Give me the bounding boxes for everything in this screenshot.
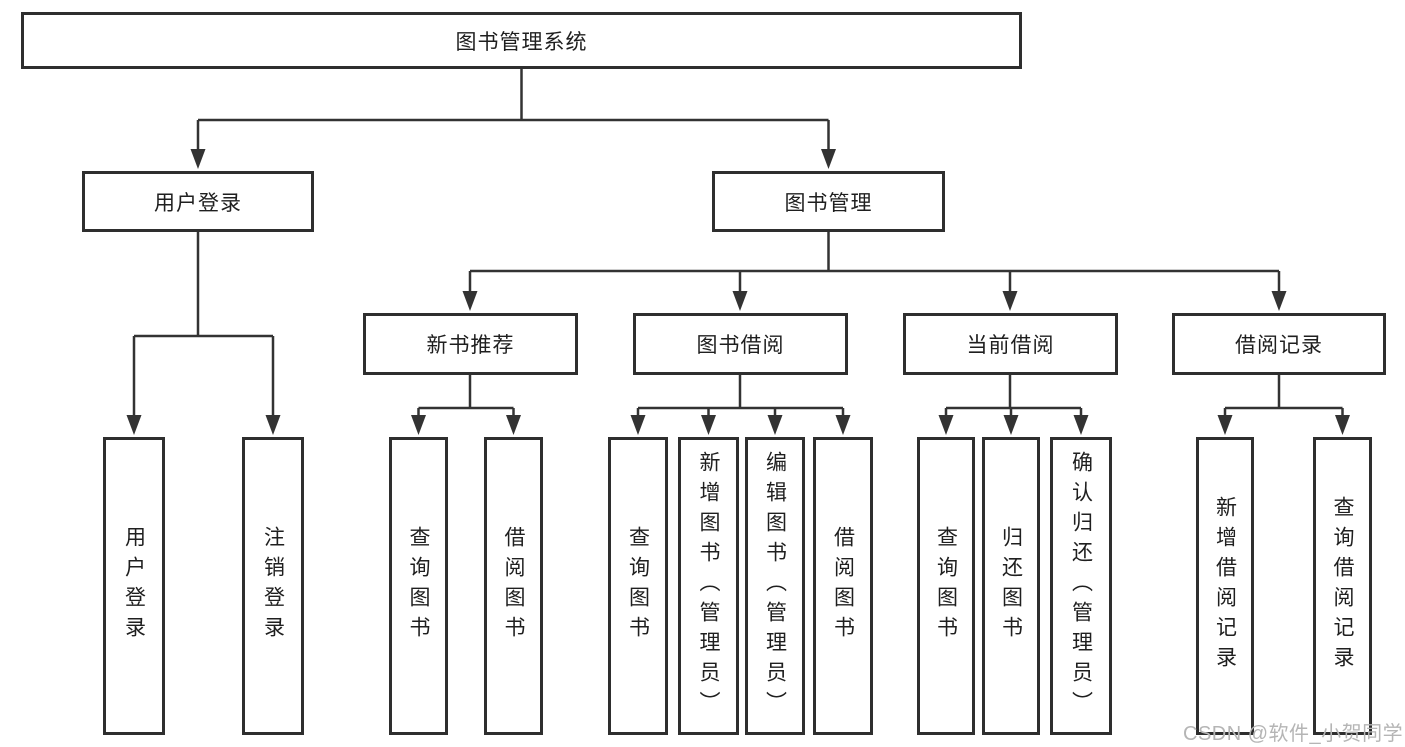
leaf-borrowing-add-label: 新增图书（管理员） — [697, 451, 720, 721]
node-user-login: 用户登录 — [82, 171, 314, 232]
leaf-records-query: 查询借阅记录 — [1313, 437, 1372, 735]
leaf-borrowing-edit: 编辑图书（管理员） — [745, 437, 805, 735]
node-user-login-label: 用户登录 — [154, 191, 242, 215]
node-book-mgmt: 图书管理 — [712, 171, 945, 232]
leaf-newbooks-query: 查询图书 — [389, 437, 448, 735]
leaf-current-confirm-label: 确认归还（管理员） — [1069, 451, 1093, 721]
leaf-records-query-label: 查询借阅记录 — [1331, 496, 1354, 676]
leaf-current-confirm: 确认归还（管理员） — [1050, 437, 1112, 735]
node-book-borrowing-label: 图书借阅 — [696, 334, 785, 357]
node-borrow-records-label: 借阅记录 — [1235, 334, 1323, 357]
connector-root-to-level2 — [190, 69, 836, 169]
leaf-borrowing-query: 查询图书 — [608, 437, 668, 735]
leaf-records-add: 新增借阅记录 — [1196, 437, 1254, 735]
leaf-borrowing-add: 新增图书（管理员） — [678, 437, 739, 735]
leaf-logout-label: 注销登录 — [261, 526, 285, 646]
node-current-borrowing-label: 当前借阅 — [966, 334, 1055, 357]
connector-current-children — [938, 375, 1089, 435]
leaf-newbooks-borrow: 借阅图书 — [484, 437, 543, 735]
leaf-user-login-label: 用户登录 — [122, 526, 146, 646]
node-current-borrowing: 当前借阅 — [903, 313, 1118, 375]
node-new-books-label: 新书推荐 — [426, 334, 515, 357]
leaf-borrowing-query-label: 查询图书 — [626, 526, 650, 646]
leaf-logout: 注销登录 — [242, 437, 304, 735]
node-root: 图书管理系统 — [21, 12, 1022, 69]
leaf-current-return-label: 归还图书 — [999, 526, 1023, 646]
node-book-mgmt-label: 图书管理 — [784, 191, 873, 215]
leaf-borrowing-borrow-label: 借阅图书 — [831, 526, 855, 646]
connector-new-books-children — [411, 375, 521, 435]
node-book-borrowing: 图书借阅 — [633, 313, 848, 375]
connector-user-login-children — [126, 232, 281, 435]
leaf-current-query: 查询图书 — [917, 437, 975, 735]
leaf-newbooks-query-label: 查询图书 — [407, 526, 430, 646]
connector-book-mgmt-children — [462, 232, 1287, 311]
leaf-current-return: 归还图书 — [982, 437, 1040, 735]
node-borrow-records: 借阅记录 — [1172, 313, 1386, 375]
leaf-user-login: 用户登录 — [103, 437, 165, 735]
leaf-newbooks-borrow-label: 借阅图书 — [502, 526, 525, 646]
leaf-current-query-label: 查询图书 — [934, 526, 958, 646]
leaf-borrowing-borrow: 借阅图书 — [813, 437, 873, 735]
connector-records-children — [1217, 375, 1350, 435]
connector-borrowing-children — [630, 375, 851, 435]
leaf-records-add-label: 新增借阅记录 — [1213, 496, 1237, 676]
csdn-watermark: CSDN @软件_小贺同学 — [1183, 723, 1404, 745]
node-root-label: 图书管理系统 — [455, 30, 588, 54]
node-new-books: 新书推荐 — [363, 313, 578, 375]
leaf-borrowing-edit-label: 编辑图书（管理员） — [763, 451, 787, 721]
